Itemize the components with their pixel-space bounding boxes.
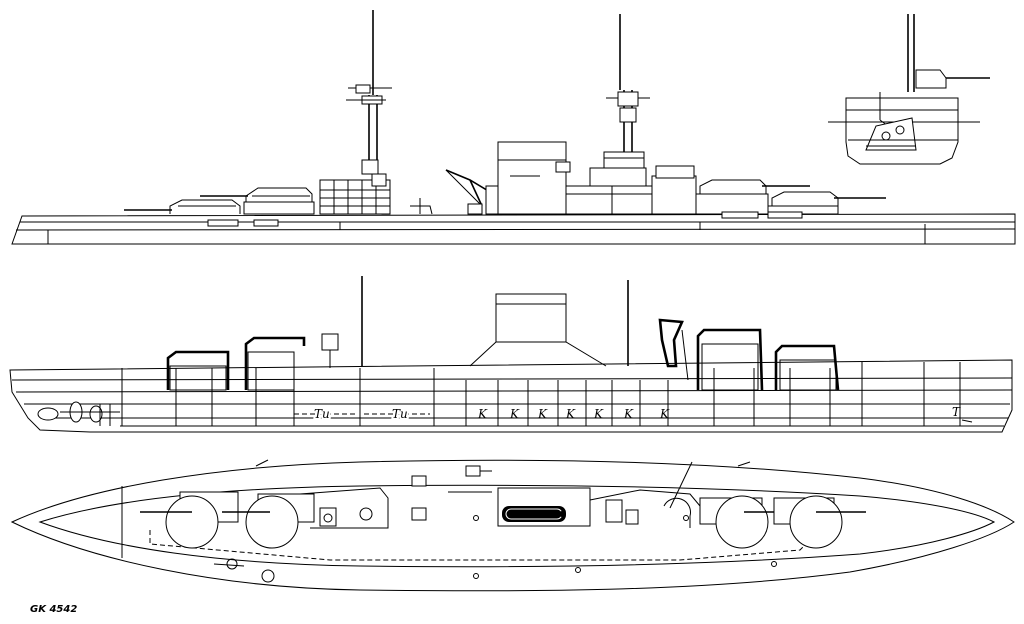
elevation-turret-aft (124, 187, 315, 215)
elevation-funnel (497, 141, 571, 215)
turbine-room-label-1: Tu (314, 407, 330, 421)
cross-section-view (828, 14, 990, 165)
side-elevation (11, 10, 1016, 245)
profile-propellers (37, 401, 973, 426)
elevation-hull (11, 213, 1016, 245)
deck-plan (10, 459, 1015, 592)
boiler-room-label-3: K (537, 407, 548, 421)
turbine-room-label-2: Tu (392, 407, 408, 421)
elevation-aft-mast (319, 10, 392, 215)
elevation-boat-deck (410, 169, 507, 215)
profile-hull (9, 359, 1013, 433)
boiler-room-label-1: K (477, 407, 488, 421)
profile-masts-funnel (321, 276, 689, 381)
plan-fittings (213, 515, 777, 583)
elevation-deck-fittings (207, 211, 803, 227)
plan-hull-outline (10, 459, 1015, 592)
boiler-room-label-7: K (659, 407, 670, 421)
boiler-room-label-2: K (509, 407, 520, 421)
drawing-number: GK 4542 (30, 604, 77, 615)
compartment-labels: Tu Tu K K K K K K K T (294, 405, 961, 423)
profile-barbettes (166, 328, 840, 391)
plan-turrets (140, 491, 866, 549)
elevation-fore-mast (565, 14, 697, 215)
profile-bulkheads (121, 362, 961, 426)
boiler-room-label-4: K (565, 407, 576, 421)
plan-superstructure (255, 459, 751, 529)
boiler-room-label-5: K (593, 407, 604, 421)
boiler-room-label-6: K (623, 407, 634, 421)
elevation-turret-fore (695, 179, 886, 215)
trim-tank-label: T (952, 405, 961, 419)
inboard-profile: Tu Tu K K K K K K K T (9, 276, 1013, 433)
